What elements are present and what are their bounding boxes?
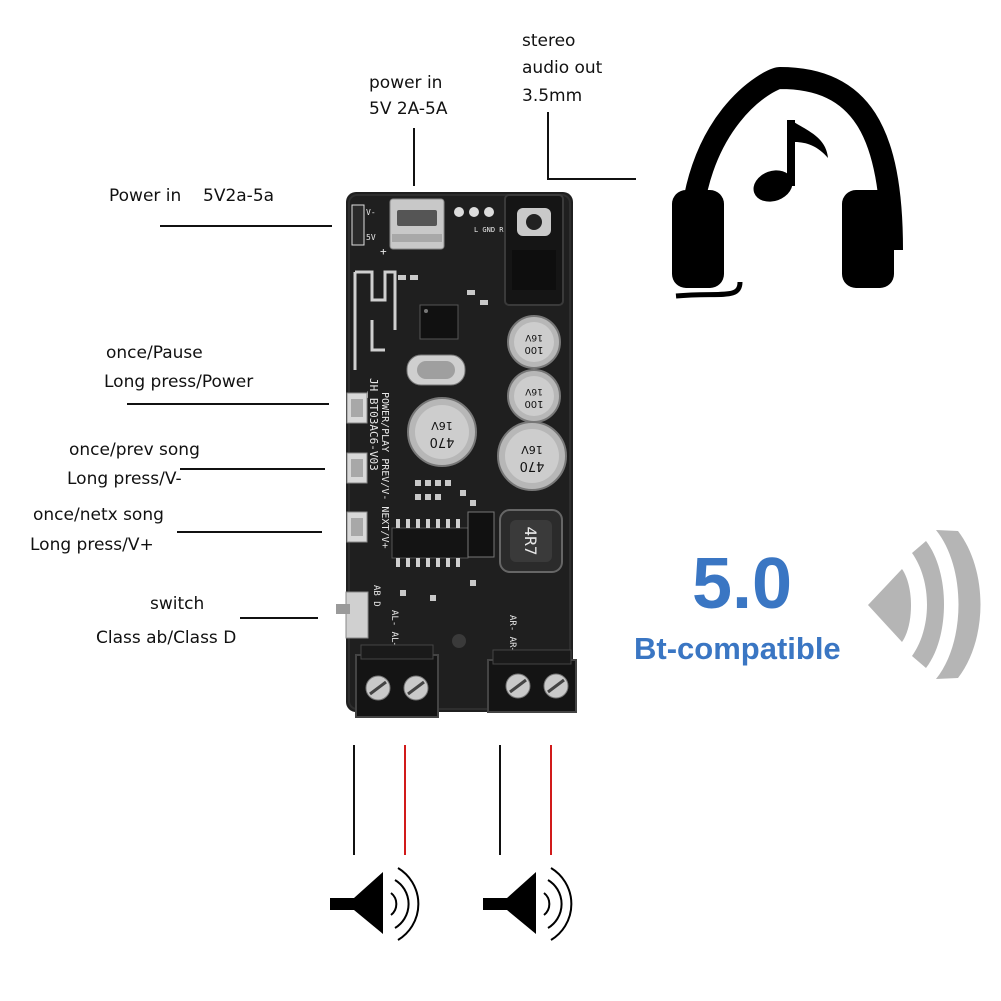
micro-usb-port <box>389 198 445 250</box>
smd-components <box>398 275 488 601</box>
cap-large-2-value: 470 <box>520 458 545 473</box>
button1-label-line1: once/Pause <box>106 343 203 363</box>
amplifier-ic <box>391 519 469 567</box>
svg-text:5V: 5V <box>366 233 376 242</box>
button3-label-line1: once/netx song <box>33 505 164 525</box>
switch-leader-line <box>240 617 318 619</box>
capacitor-large-1: 470 16V <box>407 397 477 467</box>
power-pads: V- 5V + <box>351 204 387 258</box>
button1-label-line2: Long press/Power <box>104 372 254 392</box>
capacitor-small-1: 100 16V <box>507 315 561 369</box>
cap-small-2-value: 100 <box>524 398 543 409</box>
switch-silkscreen: AB D <box>371 585 381 607</box>
speaker-wires <box>353 745 552 855</box>
audio-out-label-line2: audio out <box>522 58 603 78</box>
class-switch[interactable]: AB D <box>336 585 381 639</box>
cap-small-1-voltage: 16V <box>524 332 542 342</box>
buttons-silkscreen: POWER/PLAY PREV/V- NEXT/V+ <box>379 392 390 549</box>
cap-large-1-voltage: 16V <box>431 419 453 432</box>
power-in-left-label: Power in <box>109 186 182 206</box>
left-terminal-silkscreen: AL- AL+ <box>389 610 399 649</box>
inductor-marking: 4R7 <box>521 527 540 556</box>
cap-large-1-value: 470 <box>430 434 455 449</box>
board-model-silkscreen: JH_BT03AC6-V03 <box>367 378 380 471</box>
right-speaker-icon <box>483 867 573 941</box>
power-in-left-value: 5V2a-5a <box>203 186 275 206</box>
right-terminal-silkscreen: AR- AR+ <box>507 615 517 654</box>
left-speaker-icon <box>330 867 420 941</box>
inductor: 4R7 <box>499 509 563 573</box>
power-top-leader-line <box>413 128 415 186</box>
cap-small-1-value: 100 <box>524 344 543 355</box>
right-speaker-terminal <box>487 649 577 713</box>
switch-label-line2: Class ab/Class D <box>96 628 237 648</box>
svg-text:L GND R: L GND R <box>474 226 504 234</box>
svg-text:+: + <box>380 245 387 258</box>
button1-leader-line <box>127 403 329 405</box>
crystal-oscillator <box>406 354 466 386</box>
wireless-signal-icon <box>868 530 981 679</box>
audio-out-label-line1: stereo <box>522 31 576 51</box>
power-left-leader-line <box>160 225 332 227</box>
button-next-volume-up[interactable] <box>346 511 368 543</box>
audio-out-label-line3: 3.5mm <box>522 86 583 106</box>
left-speaker-terminal <box>355 644 439 718</box>
button-prev-volume-down[interactable] <box>346 452 368 484</box>
button3-label-line2: Long press/V+ <box>30 535 154 555</box>
button2-label-line2: Long press/V- <box>67 469 182 489</box>
jack-pads: L GND R <box>454 207 504 234</box>
bluetooth-subtitle: Bt-compatible <box>634 631 841 666</box>
capacitor-large-2: 470 16V <box>497 421 567 491</box>
cap-large-2-voltage: 16V <box>521 443 543 456</box>
switch-label-line1: switch <box>150 594 205 614</box>
button-power-play[interactable] <box>346 392 368 424</box>
power-in-top-label-line2: 5V 2A-5A <box>369 99 448 119</box>
capacitor-small-2: 100 16V <box>507 369 561 423</box>
bluetooth-chip <box>419 304 459 340</box>
power-regulator <box>467 511 495 558</box>
cap-small-2-voltage: 16V <box>524 386 542 396</box>
bluetooth-amplifier-board: V- 5V + L GND R <box>336 192 577 718</box>
headphones-icon <box>672 66 903 299</box>
audio-jack-3-5mm <box>504 194 564 306</box>
button3-leader-line <box>177 531 322 533</box>
pcb-antenna <box>353 270 397 370</box>
audio-leader-horizontal <box>547 178 636 180</box>
button2-leader-line <box>180 468 325 470</box>
music-note-icon <box>753 120 828 202</box>
svg-text:V-: V- <box>366 208 376 217</box>
bluetooth-version: 5.0 <box>692 544 793 624</box>
audio-leader-vertical <box>547 112 549 180</box>
power-in-top-label-line1: power in <box>369 73 443 93</box>
button2-label-line1: once/prev song <box>69 440 200 460</box>
